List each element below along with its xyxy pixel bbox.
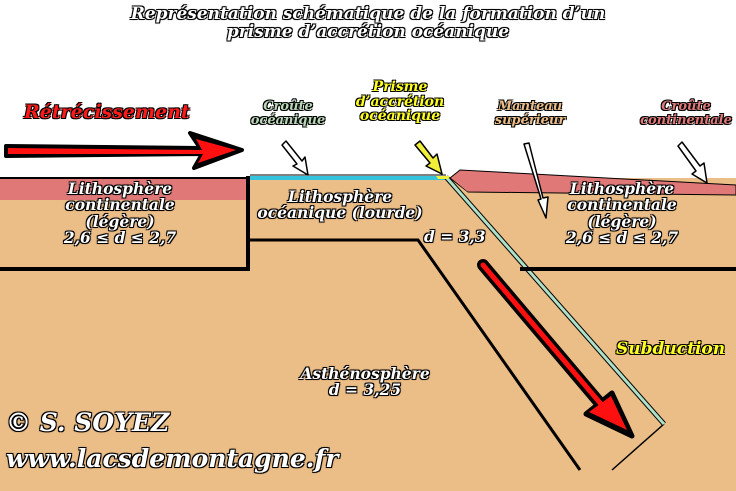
continental-crust-left [0, 178, 248, 200]
continental-lithosphere-left-boundary [0, 176, 250, 271]
shortening-arrow-icon [4, 131, 244, 170]
diagram-title: Représentation schématique de la formati… [0, 4, 736, 42]
oceanic-lithosphere-label: Lithosphère océanique (lourde) [257, 187, 423, 223]
shortening-label: Rétrécissement [24, 101, 190, 123]
asthenosphere-label: Asthénosphère d = 3,25 [300, 364, 430, 400]
title-line-1: Représentation schématique de la formati… [130, 4, 606, 24]
pointer-arrow-oceanic-crust-icon [281, 140, 309, 176]
subduction-label: Subduction [616, 339, 726, 359]
oceanic-crust-label: Croûte océanique [250, 99, 326, 128]
subduction-arrow-icon [477, 259, 635, 439]
website-link[interactable]: www.lacsdemontagne.fr [6, 444, 339, 473]
accretion-prism-label: Prisme d’accrétion océanique [355, 79, 445, 125]
accretion-prism [436, 176, 450, 179]
oceanic-density-label: d = 3,3 [424, 227, 486, 246]
title-line-2: prisme d’accrétion océanique [226, 21, 510, 42]
continental-crust-label: Croûte continentale [640, 99, 732, 128]
oceanic-lithosphere-boundary [250, 238, 582, 471]
pointer-arrow-prism-icon [414, 140, 443, 175]
pointer-arrow-mantle-icon [523, 142, 549, 219]
oceanic-crust [250, 176, 446, 180]
continental-lithosphere-right-label: Lithosphère continentale (légère) 2,6 ≤ … [565, 179, 679, 247]
author-credit: © S. SOYEZ [6, 408, 170, 437]
upper-mantle-label: Manteau supérieur [494, 99, 566, 128]
continental-lithosphere-left-label: Lithosphère continentale (légère) 2,6 ≤ … [63, 179, 177, 247]
asthenosphere-area [0, 178, 736, 491]
pointer-arrow-continental-crust-icon [677, 141, 708, 184]
